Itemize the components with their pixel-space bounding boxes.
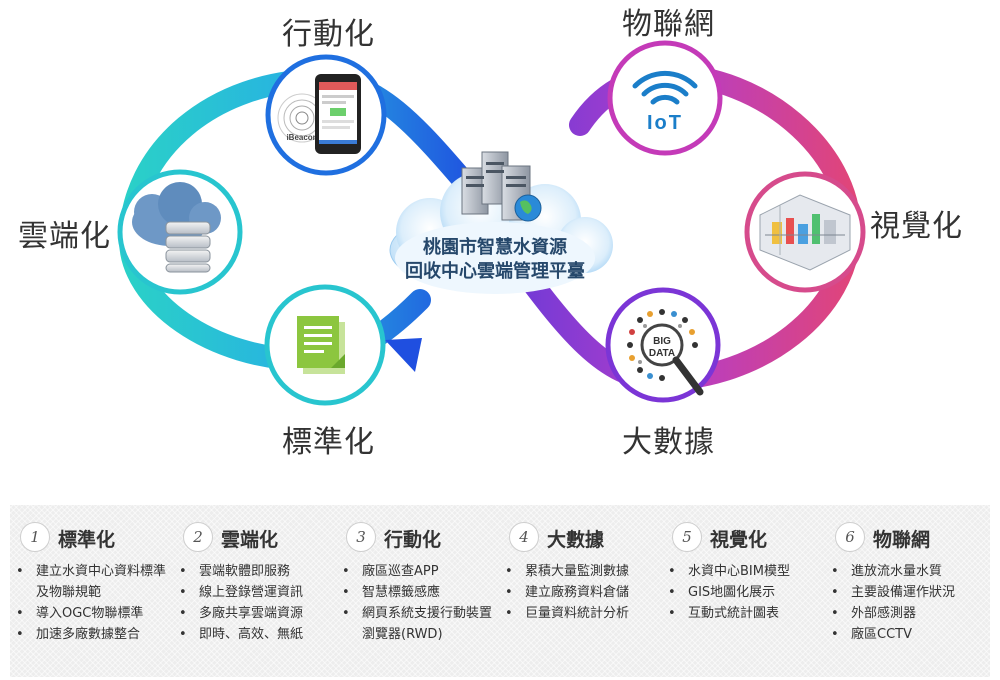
feature-column-header: 2 雲端化 [173, 519, 336, 553]
feature-list: 廠區巡查APP 智慧標籤感應 網頁系統支援行動裝置瀏覽器(RWD) [336, 561, 499, 645]
feature-column-header: 1 標準化 [10, 519, 173, 553]
big-data-dots-icon [627, 309, 698, 381]
mobile-node[interactable]: iBeacon [265, 54, 387, 176]
feature-item: 多廠共享雲端資源 [173, 603, 336, 624]
feature-list: 建立水資中心資料標準及物聯規範 導入OGC物聯標準 加速多廠數據整合 [10, 561, 173, 645]
feature-column-header: 6 物聯網 [825, 519, 988, 553]
column-number: 3 [346, 522, 376, 552]
feature-item: 即時、高效、無紙 [173, 624, 336, 645]
feature-item: 廠區巡查APP [336, 561, 499, 582]
feature-list: 水資中心BIM模型 GIS地圖化展示 互動式統計圖表 [662, 561, 825, 624]
feature-item: 導入OGC物聯標準 [10, 603, 173, 624]
feature-column-header: 5 視覺化 [662, 519, 825, 553]
feature-item: 水資中心BIM模型 [662, 561, 825, 582]
feature-item: 累積大量監測數據 [499, 561, 662, 582]
column-title: 雲端化 [221, 529, 279, 551]
feature-column: 5 視覺化 水資中心BIM模型 GIS地圖化展示 互動式統計圖表 [662, 519, 825, 624]
ibeacon-label: iBeacon [286, 133, 317, 142]
feature-list: 累積大量監測數據 建立廠務資料倉儲 巨量資料統計分析 [499, 561, 662, 624]
column-number: 5 [672, 522, 702, 552]
big-label: BIG [653, 336, 671, 347]
label-cloud: 雲端化 [18, 219, 111, 254]
label-mobile: 行動化 [282, 17, 375, 52]
feature-column-header: 4 大數據 [499, 519, 662, 553]
center-title: 桃園市智慧水資源 回收中心雲端管理平臺 [380, 236, 610, 284]
loop-graphic: iBeacon [117, 40, 866, 406]
bim-model-icon [759, 194, 851, 271]
iot-node[interactable]: IoT [607, 40, 723, 156]
globe-icon [514, 194, 542, 222]
cloud-node[interactable] [117, 169, 243, 295]
column-title: 物聯網 [873, 529, 931, 551]
feature-item: 巨量資料統計分析 [499, 603, 662, 624]
feature-item: 雲端軟體即服務 [173, 561, 336, 582]
feature-column: 3 行動化 廠區巡查APP 智慧標籤感應 網頁系統支援行動裝置瀏覽器(RWD) [336, 519, 499, 645]
column-title: 大數據 [547, 529, 605, 551]
process-diagram: iBeacon [18, 7, 963, 460]
feature-item: 建立水資中心資料標準及物聯規範 [10, 561, 173, 603]
feature-item: 互動式統計圖表 [662, 603, 825, 624]
column-number: 4 [509, 522, 539, 552]
feature-list: 進放流水量水質 主要設備運作狀況 外部感測器 廠區CCTV [825, 561, 988, 645]
wifi-icon [632, 70, 698, 105]
column-title: 標準化 [58, 529, 116, 551]
document-icon [297, 316, 345, 374]
label-standard: 標準化 [282, 425, 375, 460]
feature-item: 主要設備運作狀況 [825, 582, 988, 603]
center-title-line1: 桃園市智慧水資源 [423, 237, 567, 258]
feature-item: 建立廠務資料倉儲 [499, 582, 662, 603]
feature-item: 智慧標籤感應 [336, 582, 499, 603]
label-bigdata: 大數據 [622, 425, 715, 460]
feature-column: 2 雲端化 雲端軟體即服務 線上登錄營運資訊 多廠共享雲端資源 即時、高效、無紙 [173, 519, 336, 645]
feature-item: 進放流水量水質 [825, 561, 988, 582]
feature-item: 線上登錄營運資訊 [173, 582, 336, 603]
visual-node[interactable] [744, 171, 866, 293]
data-label: DATA [649, 348, 675, 359]
column-title: 視覺化 [710, 529, 768, 551]
center-title-line2: 回收中心雲端管理平臺 [405, 261, 585, 282]
column-number: 1 [20, 522, 50, 552]
label-visual: 視覺化 [870, 209, 963, 244]
feature-item: 網頁系統支援行動裝置瀏覽器(RWD) [336, 603, 499, 645]
feature-column-header: 3 行動化 [336, 519, 499, 553]
standard-node[interactable] [264, 284, 386, 406]
magnifier-icon [640, 323, 704, 396]
column-number: 6 [835, 522, 865, 552]
label-iot: 物聯網 [622, 7, 715, 42]
feature-item: 廠區CCTV [825, 624, 988, 645]
feature-panel: 1 標準化 建立水資中心資料標準及物聯規範 導入OGC物聯標準 加速多廠數據整合… [10, 505, 990, 677]
smartphone-icon [315, 74, 361, 154]
feature-item: GIS地圖化展示 [662, 582, 825, 603]
feature-list: 雲端軟體即服務 線上登錄營運資訊 多廠共享雲端資源 即時、高效、無紙 [173, 561, 336, 645]
column-number: 2 [183, 522, 213, 552]
left-loop-arrow [385, 338, 422, 372]
feature-item: 加速多廠數據整合 [10, 624, 173, 645]
feature-item: 外部感測器 [825, 603, 988, 624]
feature-column: 6 物聯網 進放流水量水質 主要設備運作狀況 外部感測器 廠區CCTV [825, 519, 988, 645]
feature-column: 4 大數據 累積大量監測數據 建立廠務資料倉儲 巨量資料統計分析 [499, 519, 662, 624]
bigdata-node[interactable]: BIG DATA [605, 287, 721, 403]
cloud-database-icon [132, 182, 221, 273]
iot-icon-label: IoT [647, 112, 683, 134]
column-title: 行動化 [384, 529, 442, 551]
feature-column: 1 標準化 建立水資中心資料標準及物聯規範 導入OGC物聯標準 加速多廠數據整合 [10, 519, 173, 645]
